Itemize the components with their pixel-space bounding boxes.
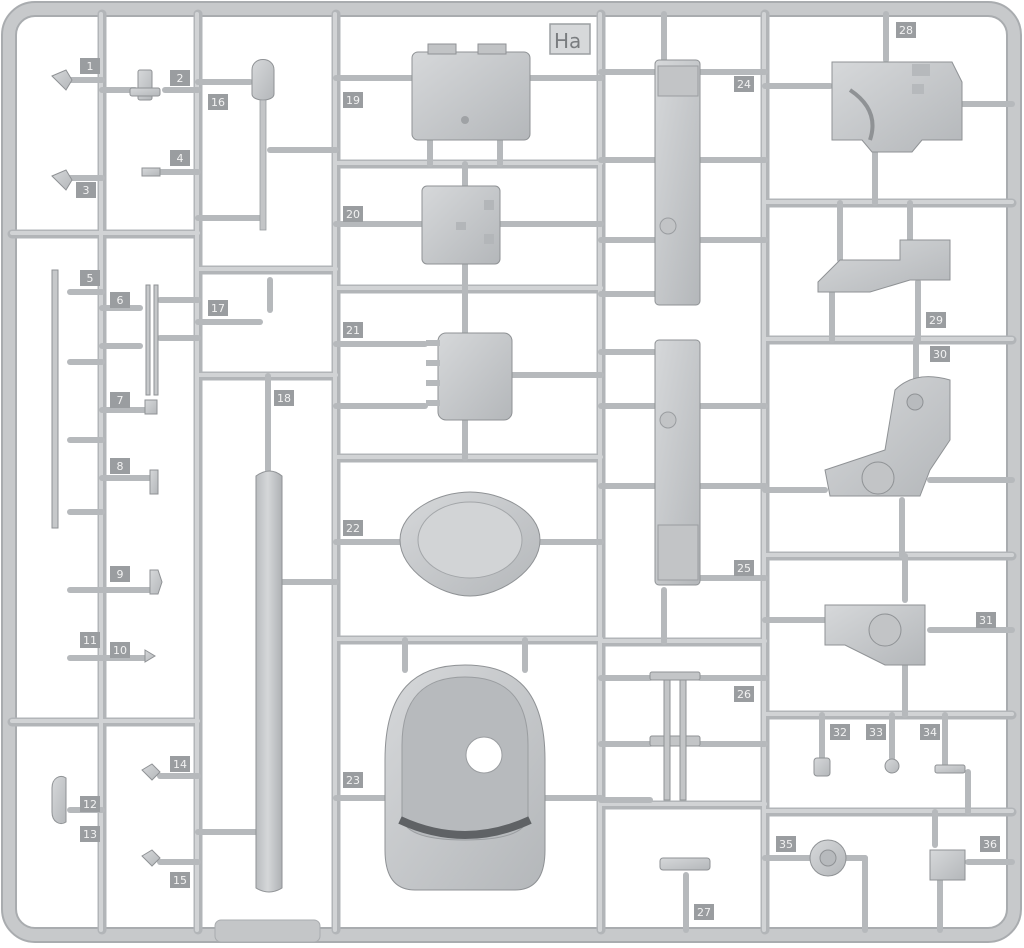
part-number-tag xyxy=(734,686,754,702)
part-number-label: 23 xyxy=(346,774,360,787)
part-number-label: 32 xyxy=(833,726,847,739)
part-number-tag xyxy=(208,94,228,110)
part-number-tag xyxy=(343,92,363,108)
part-number-label: 36 xyxy=(983,838,997,851)
part-number-tag xyxy=(80,826,100,842)
part-small-knobs xyxy=(813,757,966,777)
part-number-tag xyxy=(866,724,886,740)
part-box-hatch xyxy=(411,43,531,141)
part-number-label: 7 xyxy=(117,394,124,407)
part-number-label: 18 xyxy=(277,392,291,405)
part-number-label: 21 xyxy=(346,324,360,337)
part-number-tag xyxy=(734,560,754,576)
part-number-tag xyxy=(896,22,916,38)
part-number-tag xyxy=(170,872,190,888)
part-number-tag xyxy=(830,724,850,740)
part-number-label: 8 xyxy=(117,460,124,473)
part-barrel xyxy=(255,470,283,893)
part-number-tag xyxy=(343,206,363,222)
part-number-tag xyxy=(208,300,228,316)
part-number-label: 4 xyxy=(177,152,184,165)
part-turret-shell xyxy=(384,664,546,891)
part-number-label: 22 xyxy=(346,522,360,535)
part-hubs xyxy=(809,839,966,881)
part-number-tag xyxy=(976,612,996,628)
part-number-tag xyxy=(926,312,946,328)
part-number-tag xyxy=(930,346,950,362)
part-number-tag xyxy=(734,76,754,92)
part-number-label: 33 xyxy=(869,726,883,739)
part-number-label: 12 xyxy=(83,798,97,811)
part-number-label: 17 xyxy=(211,302,225,315)
sprue-id-label: Ha xyxy=(554,29,581,53)
part-mount-31 xyxy=(824,604,926,666)
part-number-label: 28 xyxy=(899,24,913,37)
part-number-label: 13 xyxy=(83,828,97,841)
part-arm-bracket xyxy=(817,239,951,293)
sprue-runner-highlights xyxy=(10,12,1014,932)
part-number-tag xyxy=(920,724,940,740)
part-plate xyxy=(421,185,501,265)
part-number-tag xyxy=(110,642,130,658)
part-number-label: 3 xyxy=(83,184,90,197)
part-number-label: 14 xyxy=(173,758,187,771)
sprue-id-tag: Ha xyxy=(549,23,591,55)
part-number-label: 27 xyxy=(697,906,711,919)
part-number-tag xyxy=(694,904,714,920)
part-number-tag xyxy=(170,150,190,166)
part-number-label: 6 xyxy=(117,294,124,307)
part-ladder-frame xyxy=(649,671,701,801)
part-number-label: 2 xyxy=(177,72,184,85)
part-number-tag xyxy=(776,836,796,852)
part-number-tag xyxy=(80,270,100,286)
part-number-label: 30 xyxy=(933,348,947,361)
part-number-tag xyxy=(80,796,100,812)
part-number-label: 24 xyxy=(737,78,751,91)
part-dome xyxy=(399,491,541,597)
part-number-label: 15 xyxy=(173,874,187,887)
part-number-label: 1 xyxy=(87,60,94,73)
part-number-tag xyxy=(980,836,1000,852)
part-number-label: 35 xyxy=(779,838,793,851)
part-number-tag xyxy=(110,292,130,308)
part-number-label: 26 xyxy=(737,688,751,701)
part-number-tag xyxy=(170,70,190,86)
part-number-tag xyxy=(110,566,130,582)
part-mount-30 xyxy=(824,376,951,497)
part-number-tag xyxy=(110,458,130,474)
part-number-tag xyxy=(343,772,363,788)
part-number-label: 9 xyxy=(117,568,124,581)
part-number-label: 20 xyxy=(346,208,360,221)
part-number-label: 29 xyxy=(929,314,943,327)
part-small-clips xyxy=(51,69,163,867)
part-number-tag xyxy=(80,632,100,648)
part-number-tag xyxy=(80,58,100,74)
part-block xyxy=(426,332,513,421)
part-number-tag xyxy=(76,182,96,198)
part-number-tags: 1234567891011121314151617181920212223242… xyxy=(76,22,1000,920)
part-mount-rails xyxy=(654,59,701,586)
part-sight-bracket xyxy=(831,61,963,153)
part-number-tag xyxy=(170,756,190,772)
part-number-label: 19 xyxy=(346,94,360,107)
part-number-label: 34 xyxy=(923,726,937,739)
part-number-tag xyxy=(343,520,363,536)
part-shovel xyxy=(251,59,275,231)
part-number-tag xyxy=(274,390,294,406)
part-number-label: 10 xyxy=(113,644,127,657)
part-number-label: 16 xyxy=(211,96,225,109)
part-number-tag xyxy=(343,322,363,338)
part-number-tag xyxy=(110,392,130,408)
part-number-label: 31 xyxy=(979,614,993,627)
part-number-label: 5 xyxy=(87,272,94,285)
part-number-label: 11 xyxy=(83,634,97,647)
part-number-label: 25 xyxy=(737,562,751,575)
part-small-bar xyxy=(659,857,711,871)
